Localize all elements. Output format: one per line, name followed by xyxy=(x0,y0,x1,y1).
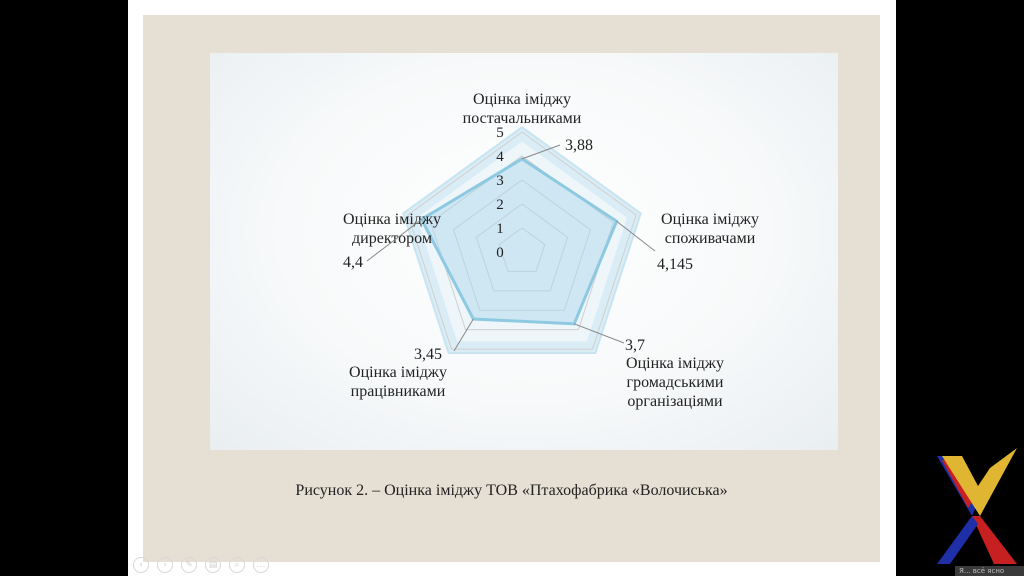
radar-category-label: споживачами xyxy=(665,230,756,247)
figure-caption: Рисунок 2. – Оцінка іміджу ТОВ «Птахофаб… xyxy=(295,482,728,499)
radar-value-label: 4,4 xyxy=(343,254,363,271)
pen-icon[interactable]: ✎ xyxy=(181,557,197,573)
radar-category-label: організаціями xyxy=(627,393,723,410)
radar-value-label: 3,45 xyxy=(414,346,442,363)
radar-category-label: Оцінка іміджу xyxy=(473,91,571,108)
next-icon[interactable]: › xyxy=(157,557,173,573)
more-icon[interactable]: … xyxy=(253,557,269,573)
radar-grid-ring xyxy=(475,203,569,292)
prev-icon[interactable]: ‹ xyxy=(133,557,149,573)
radar-category-label: Оцінка іміджу xyxy=(626,355,724,372)
radar-grid-ring xyxy=(498,227,546,272)
radar-category-label: працівниками xyxy=(351,383,446,400)
corner-tag: Я... всё ясно xyxy=(955,566,1024,576)
radar-leader-line xyxy=(616,220,656,252)
radar-leader-line xyxy=(366,218,422,262)
radar-tick-label: 3 xyxy=(496,173,504,189)
radar-value-label: 3,7 xyxy=(625,337,645,354)
radar-tick-label: 0 xyxy=(496,245,504,261)
radar-tick-label: 5 xyxy=(496,125,504,141)
radar-leader-line xyxy=(521,144,561,160)
radar-tick-label: 2 xyxy=(496,197,504,213)
radar-series-area xyxy=(419,157,619,326)
zoom-icon[interactable]: ⌕ xyxy=(229,557,245,573)
radar-value-label: 3,88 xyxy=(565,137,593,154)
radar-leader-line xyxy=(574,323,625,344)
slides-icon[interactable]: ▤ xyxy=(205,557,221,573)
radar-category-label: громадськими xyxy=(627,374,724,391)
radar-grid-ring xyxy=(430,155,614,331)
radar-category-label: директором xyxy=(352,230,432,247)
radar-category-label: Оцінка іміджу xyxy=(349,364,447,381)
radar-tick-label: 1 xyxy=(496,221,504,237)
radar-category-label: Оцінка іміджу xyxy=(661,211,759,228)
radar-tick-label: 4 xyxy=(496,149,504,165)
radar-grid-ring xyxy=(407,131,637,350)
brand-logo-icon xyxy=(937,448,1017,564)
radar-leader-line xyxy=(453,318,474,352)
radar-category-label: Оцінка іміджу xyxy=(343,211,441,228)
radar-category-label: постачальниками xyxy=(463,110,582,127)
radar-value-label: 4,145 xyxy=(657,256,693,273)
radar-grid-ring xyxy=(452,179,592,311)
